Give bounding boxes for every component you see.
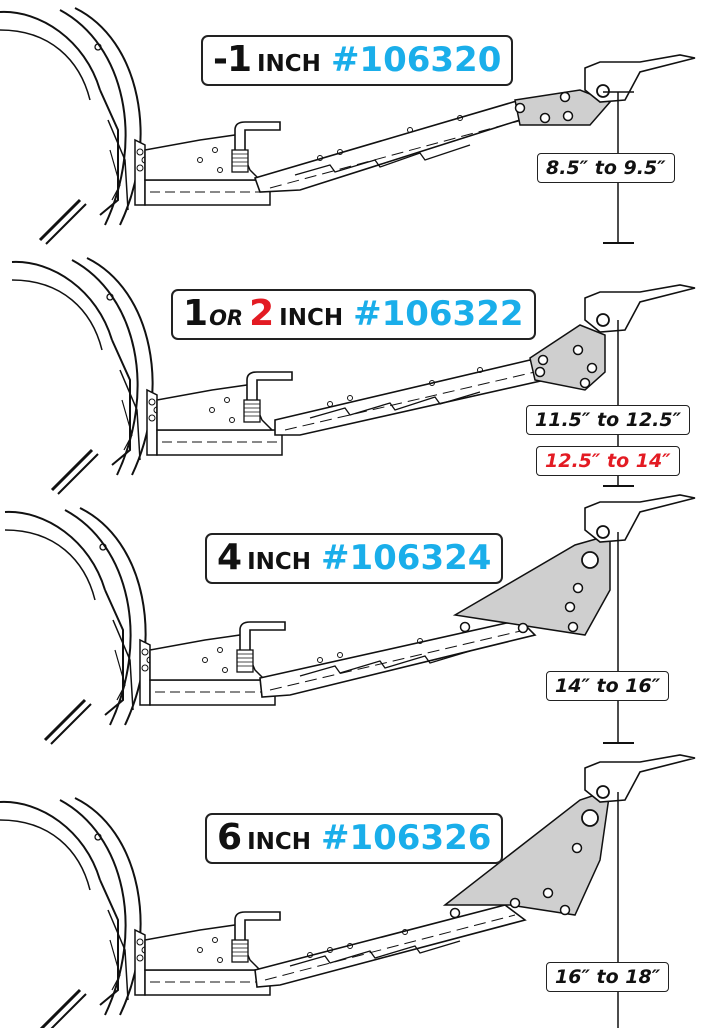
- measurement-label-2-alt: 12.5″ to 14″: [536, 446, 680, 476]
- kit-label-2: 1 OR 2 INCH #106322: [171, 289, 536, 340]
- unit-label: INCH: [247, 829, 311, 855]
- measurement-label-3: 14″ to 16″: [546, 671, 670, 701]
- part-number: #106324: [321, 538, 492, 578]
- unit-label: INCH: [247, 549, 311, 575]
- panel-1-drawing: [0, 6, 696, 246]
- panel-3-drawing: [3, 494, 696, 746]
- measurement-label-2: 11.5″ to 12.5″: [526, 405, 691, 435]
- inch-adjust-b: 2: [249, 293, 274, 334]
- inch-adjust: -1: [213, 39, 252, 80]
- unit-label: INCH: [279, 305, 344, 331]
- inch-adjust: 6: [217, 817, 242, 858]
- kit-label-3: 4 INCH #106324: [205, 533, 504, 584]
- part-number: #106326: [321, 818, 492, 858]
- kit-label-1: -1 INCH #106320: [201, 35, 514, 86]
- unit-label: INCH: [257, 51, 321, 77]
- measurement-label-1: 8.5″ to 9.5″: [537, 153, 675, 183]
- panel-2-drawing: [10, 256, 696, 496]
- panel-4-drawing: [0, 754, 696, 1028]
- or-label: OR: [209, 306, 244, 330]
- inch-adjust: 4: [217, 537, 242, 578]
- part-number: #106322: [353, 294, 524, 334]
- part-number: #106320: [330, 40, 502, 80]
- measurement-label-4: 16″ to 18″: [546, 962, 670, 992]
- inch-adjust-a: 1: [183, 293, 208, 334]
- kit-label-4: 6 INCH #106326: [205, 813, 504, 864]
